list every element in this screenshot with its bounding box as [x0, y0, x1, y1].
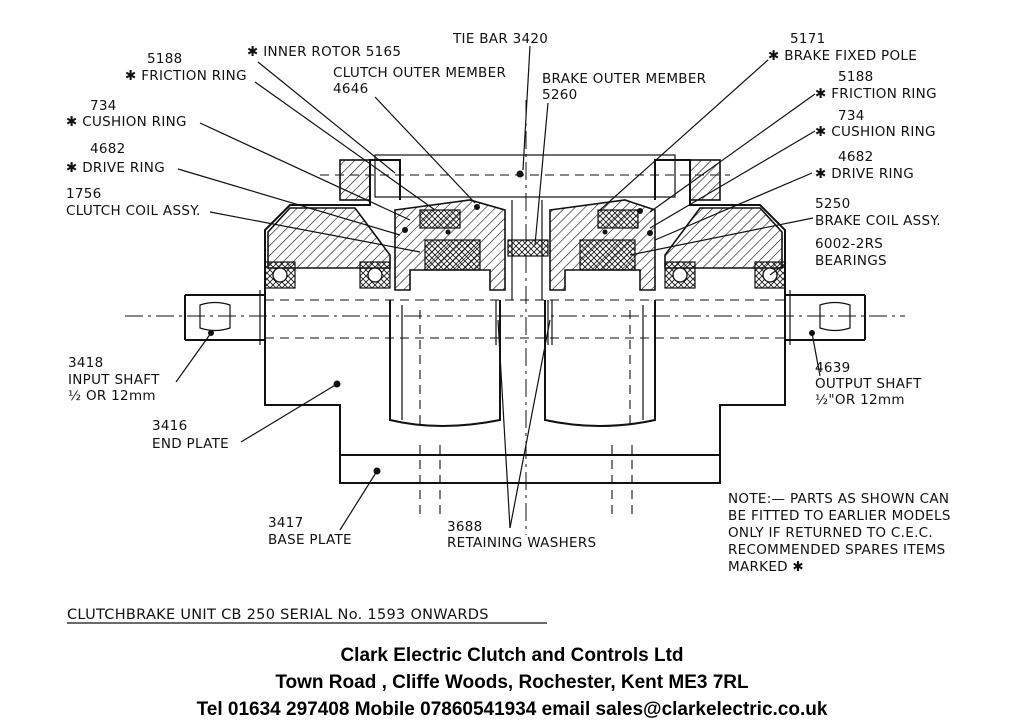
label-end-plate: END PLATE: [152, 436, 229, 452]
label-cushion-ring-left: ✱ CUSHION RING: [66, 114, 187, 130]
label-drive-ring-left-number: 4682: [90, 141, 126, 157]
tie-bar-dot: [516, 170, 524, 178]
label-output-shaft: OUTPUT SHAFT: [815, 376, 922, 392]
label-brake-coil-number: 5250: [815, 196, 851, 212]
input-shaft-keyway: [199, 301, 231, 332]
label-clutch-coil: CLUTCH COIL ASSY.: [66, 203, 201, 219]
label-bearings-number: 6002-2RS: [815, 236, 883, 252]
label-brake-fixed-pole: ✱ BRAKE FIXED POLE: [768, 48, 917, 64]
label-base-plate: BASE PLATE: [268, 532, 352, 548]
note-line-1: NOTE:— PARTS AS SHOWN CAN: [728, 491, 949, 507]
label-bearings: BEARINGS: [815, 253, 887, 269]
label-brake-outer-member: BRAKE OUTER MEMBER: [542, 71, 706, 87]
label-drive-ring-right-number: 4682: [838, 149, 874, 165]
drawing-caption: CLUTCHBRAKE UNIT CB 250 SERIAL No. 1593 …: [67, 607, 489, 623]
bearing-left-outer: [264, 261, 296, 289]
clutch-coil: [424, 239, 481, 271]
company-footer: Clark Electric Clutch and Controls Ltd T…: [197, 645, 828, 720]
label-retaining-washers-number: 3688: [447, 519, 483, 535]
label-cushion-ring-right: ✱ CUSHION RING: [815, 124, 936, 140]
footer-contact: Tel 01634 297408 Mobile 07860541934 emai…: [197, 699, 828, 720]
label-output-shaft-size: ½"OR 12mm: [815, 392, 905, 408]
output-shaft-keyway: [819, 301, 851, 332]
end-plates-lower: [264, 345, 786, 456]
note-line-3: ONLY IF RETURNED TO C.E.C.: [728, 525, 933, 541]
label-friction-ring-left-number: 5188: [147, 51, 183, 67]
tie-bar: [374, 154, 676, 198]
label-input-shaft-number: 3418: [68, 355, 104, 371]
label-drive-ring-left: ✱ DRIVE RING: [66, 160, 165, 176]
footer-company: Clark Electric Clutch and Controls Ltd: [340, 645, 683, 666]
label-brake-outer-member-number: 5260: [542, 87, 578, 103]
label-friction-ring-left: ✱ FRICTION RING: [125, 68, 247, 84]
label-cushion-ring-left-number: 734: [90, 98, 117, 114]
output-shaft: [785, 294, 866, 341]
assembly-drawing: [125, 100, 905, 535]
label-input-shaft: INPUT SHAFT: [68, 372, 160, 388]
bearing-left-inner: [359, 261, 391, 289]
label-output-shaft-number: 4639: [815, 360, 851, 376]
label-end-plate-number: 3416: [152, 418, 188, 434]
bearing-right-inner: [664, 261, 696, 289]
brake-drum: [544, 300, 656, 427]
note-line-4: RECOMMENDED SPARES ITEMS: [728, 542, 946, 558]
leader-lines: [175, 45, 821, 531]
label-drive-ring-right: ✱ DRIVE RING: [815, 166, 914, 182]
left-end-plate-section: [267, 207, 391, 269]
label-brake-fixed-pole-number: 5171: [790, 31, 826, 47]
label-cushion-ring-right-number: 734: [838, 108, 865, 124]
part-labels: ✱ INNER ROTOR 5165 TIE BAR 3420 5188 ✱ F…: [66, 31, 941, 551]
label-brake-coil: BRAKE COIL ASSY.: [815, 213, 941, 229]
label-input-shaft-size: ½ OR 12mm: [68, 388, 156, 404]
clutch-drum: [389, 300, 501, 427]
left-end-plate-outline: [264, 159, 401, 345]
note-line-5: MARKED ✱: [728, 559, 804, 575]
right-end-plate-section: [664, 207, 783, 269]
label-retaining-washers: RETAINING WASHERS: [447, 535, 596, 551]
label-base-plate-number: 3417: [268, 515, 304, 531]
label-clutch-outer-member-number: 4646: [333, 81, 369, 97]
label-friction-ring-right-number: 5188: [838, 69, 874, 85]
brake-friction-ring: [597, 209, 639, 229]
brake-coil: [579, 239, 636, 271]
clutch-friction-ring: [419, 209, 461, 229]
footer-address: Town Road , Cliffe Woods, Rochester, Ken…: [275, 672, 749, 693]
note-line-2: BE FITTED TO EARLIER MODELS: [728, 508, 951, 524]
label-clutch-coil-number: 1756: [66, 186, 102, 202]
label-inner-rotor: ✱ INNER ROTOR 5165: [247, 44, 401, 60]
input-shaft: [184, 294, 265, 341]
spares-note: NOTE:— PARTS AS SHOWN CAN BE FITTED TO E…: [728, 491, 951, 575]
label-tie-bar: TIE BAR 3420: [452, 31, 548, 47]
label-friction-ring-right: ✱ FRICTION RING: [815, 86, 937, 102]
label-clutch-outer-member: CLUTCH OUTER MEMBER: [333, 65, 506, 81]
base-plate: [339, 454, 721, 484]
centre-coupling: [507, 239, 549, 257]
